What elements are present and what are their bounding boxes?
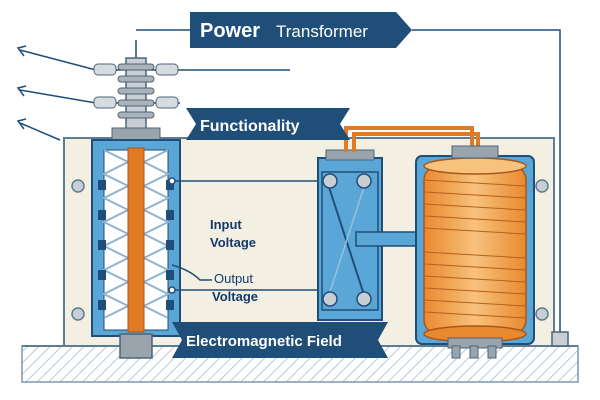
field-label: Electromagnetic Field (186, 333, 342, 350)
input-label-line1: Input (210, 217, 242, 232)
field-banner: Electromagnetic Field (172, 322, 388, 358)
input-label-line2: Voltage (210, 235, 256, 250)
cabinet-bolt-icon (71, 179, 85, 193)
output-voltage-label: Output Voltage (212, 271, 258, 304)
secondary-coil (415, 145, 535, 359)
cabinet-bolt-icon (535, 307, 549, 321)
title-rest: Transformer (276, 22, 368, 41)
output-label-line2: Voltage (212, 289, 258, 304)
functionality-label: Functionality (200, 118, 300, 135)
functionality-banner: Functionality (186, 108, 350, 140)
output-label-line1: Output (214, 271, 253, 286)
signal-wires (168, 177, 322, 294)
title-main: Power (200, 20, 260, 42)
cabinet-bolt-icon (71, 307, 85, 321)
input-voltage-label: Input Voltage (210, 217, 256, 250)
high-voltage-bushing (93, 57, 179, 141)
primary-core-assembly (91, 139, 181, 359)
title-leader-line (412, 29, 569, 347)
title-banner: Power Transformer (190, 12, 412, 48)
cabinet-bolt-icon (535, 179, 549, 193)
